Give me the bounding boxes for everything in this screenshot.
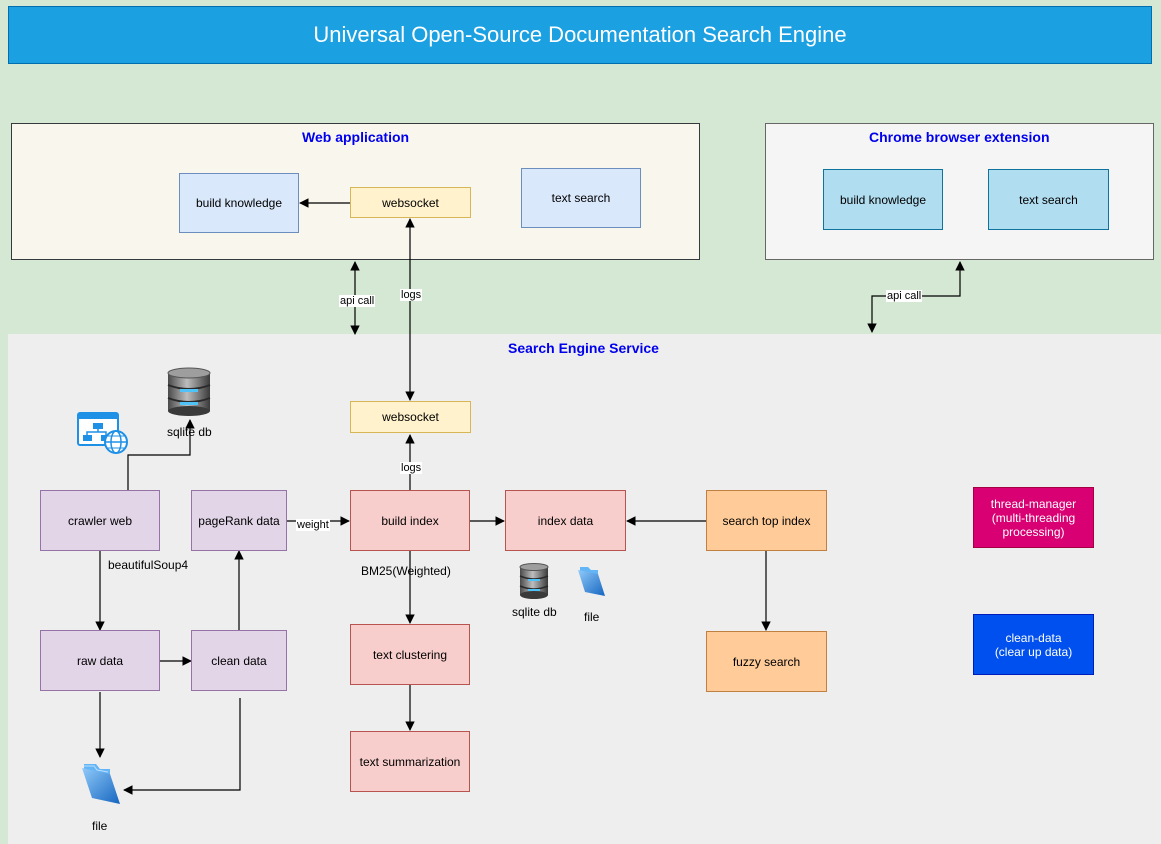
search-top-index-label: search top index: [722, 513, 811, 528]
chrome-extension-title: Chrome browser extension: [869, 129, 1050, 145]
edge-label-logs-mid: logs: [400, 462, 423, 474]
service-websocket-label: websocket: [382, 410, 439, 424]
pagerank-data-label: pageRank data: [198, 513, 280, 528]
pagerank-data-box[interactable]: pageRank data: [191, 490, 287, 551]
build-index-box[interactable]: build index: [350, 490, 470, 551]
raw-data-box[interactable]: raw data: [40, 630, 160, 691]
crawler-web-label: crawler web: [67, 513, 133, 528]
file-label-bottom: file: [92, 819, 108, 833]
database-icon: [166, 367, 212, 417]
edge-label-api-call-right: api call: [886, 290, 923, 302]
title-bar: Universal Open-Source Documentation Sear…: [8, 6, 1152, 64]
clean-data-label: clean data: [211, 653, 267, 668]
text-clustering-box[interactable]: text clustering: [350, 624, 470, 685]
fuzzy-search-box[interactable]: fuzzy search: [706, 631, 827, 692]
chrome-text-search-label: text search: [1019, 192, 1078, 207]
sitemap-icon: [77, 411, 129, 455]
sqlite-db-label-index: sqlite db: [512, 605, 557, 619]
chrome-build-knowledge-label: build knowledge: [839, 192, 927, 207]
fuzzy-search-label: fuzzy search: [732, 654, 801, 669]
text-clustering-label: text clustering: [372, 647, 448, 662]
text-summarization-label: text summarization: [359, 754, 461, 769]
thread-manager-label: thread-manager (multi-threading processi…: [990, 496, 1077, 539]
web-build-knowledge-label: build knowledge: [195, 196, 283, 210]
file-label-index: file: [584, 610, 600, 624]
clean-data-box[interactable]: clean data: [191, 630, 287, 691]
edge-label-api-call-left: api call: [339, 295, 376, 307]
page-title: Universal Open-Source Documentation Sear…: [313, 22, 847, 47]
build-index-label: build index: [381, 513, 439, 528]
web-text-search-box[interactable]: text search: [521, 168, 641, 228]
edge-label-bm25: BM25(Weighted): [361, 564, 451, 578]
raw-data-label: raw data: [76, 653, 124, 668]
clean-data-legend-label: clean-data (clear up data): [994, 630, 1073, 659]
database-icon-index: [519, 563, 549, 599]
chrome-build-knowledge-box[interactable]: build knowledge: [823, 169, 943, 230]
index-data-box[interactable]: index data: [505, 490, 626, 551]
folder-icon: [80, 760, 122, 810]
web-websocket-box[interactable]: websocket: [350, 187, 471, 218]
web-text-search-label: text search: [551, 191, 611, 205]
edge-label-logs-top: logs: [400, 289, 423, 301]
text-summarization-box[interactable]: text summarization: [350, 731, 470, 792]
thread-manager-box: thread-manager (multi-threading processi…: [973, 487, 1094, 548]
edge-label-weight: weight: [296, 519, 330, 531]
web-websocket-label: websocket: [382, 195, 439, 210]
edge-label-beautifulsoup: beautifulSoup4: [108, 558, 189, 572]
web-application-title: Web application: [302, 129, 410, 145]
search-top-index-box[interactable]: search top index: [706, 490, 827, 551]
sqlite-db-label-top: sqlite db: [167, 425, 212, 439]
web-build-knowledge-box[interactable]: build knowledge: [179, 173, 299, 233]
clean-data-legend-box: clean-data (clear up data): [973, 614, 1094, 675]
service-websocket-box[interactable]: websocket: [350, 401, 471, 433]
crawler-web-box[interactable]: crawler web: [40, 490, 160, 551]
folder-icon-index: [577, 564, 607, 600]
index-data-label: index data: [537, 513, 594, 528]
chrome-text-search-box[interactable]: text search: [988, 169, 1109, 230]
search-engine-service-title: Search Engine Service: [508, 340, 659, 356]
